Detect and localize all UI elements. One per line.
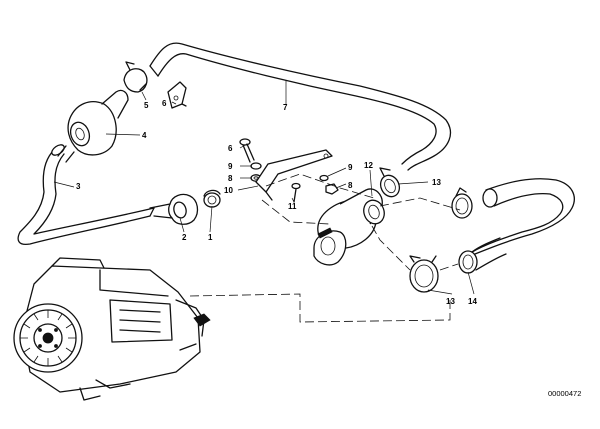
callout-6-upper: 6 — [162, 99, 167, 108]
callout-3: 3 — [76, 182, 81, 191]
clamp-13-upper — [379, 167, 401, 198]
callout-12: 12 — [364, 161, 373, 170]
callout-1: 1 — [208, 233, 213, 242]
callout-9-right: 9 — [348, 163, 353, 172]
callout-11: 11 — [288, 202, 297, 211]
seal-ring-1 — [203, 189, 221, 208]
callout-8-right: 8 — [348, 181, 353, 190]
callout-13-lower: 13 — [446, 297, 455, 306]
check-valve-4 — [57, 89, 129, 163]
callout-6-lower: 6 — [228, 144, 233, 153]
hose-right-upper — [469, 178, 575, 257]
reference-number: 00000472 — [548, 389, 581, 398]
callout-7: 7 — [283, 103, 288, 112]
callout-13-upper: 13 — [432, 178, 441, 187]
engine-assembly — [13, 257, 211, 401]
callout-4: 4 — [142, 131, 147, 140]
assembly-lines — [189, 173, 461, 323]
clamp-13-lower — [409, 255, 439, 293]
clamp-13-right — [451, 187, 473, 219]
thermostat-housing-12 — [313, 188, 385, 266]
callout-2: 2 — [182, 233, 187, 242]
screw-6 — [239, 138, 255, 163]
callout-10: 10 — [224, 186, 233, 195]
hose-3 — [17, 144, 155, 246]
clamp-5 — [123, 61, 148, 93]
hose-7 — [149, 42, 451, 171]
bracket-10 — [255, 149, 333, 201]
callout-5: 5 — [144, 101, 149, 110]
washer-9-lower — [319, 174, 329, 182]
callout-14: 14 — [468, 297, 477, 306]
callout-8-left: 8 — [228, 174, 233, 183]
leader-lines — [53, 80, 475, 295]
connector-2 — [149, 193, 199, 225]
bracket-6-upper — [167, 81, 187, 109]
washer-9-upper — [250, 162, 262, 170]
callouts: 1 2 3 4 5 6 6 7 8 8 9 9 10 11 12 13 13 1… — [76, 99, 477, 306]
callout-9-left: 9 — [228, 162, 233, 171]
hose-14 — [458, 237, 507, 274]
screw-11 — [291, 182, 301, 203]
fan-blades — [20, 310, 76, 366]
